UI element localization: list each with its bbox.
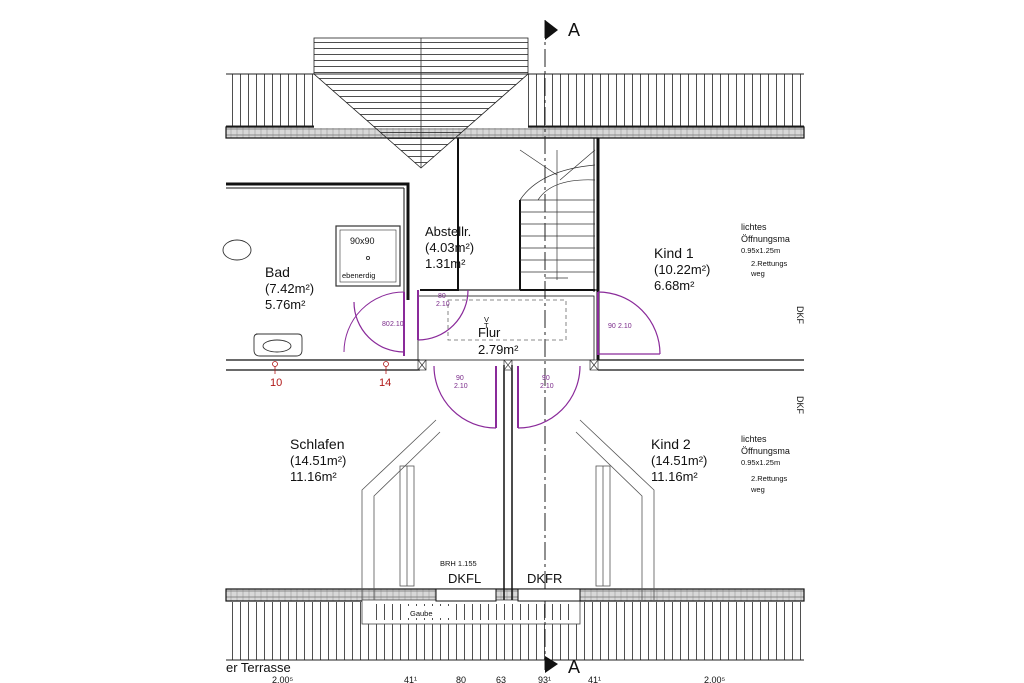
- svg-text:lichtes: lichtes: [741, 222, 767, 232]
- kind2-area-gross: (14.51m²): [651, 453, 707, 468]
- abstell-name: Abstellr.: [425, 224, 471, 239]
- abstell-area-net: 1.31m²: [425, 256, 466, 271]
- bath-fixtures: [222, 225, 401, 357]
- svg-text:93¹: 93¹: [538, 675, 551, 683]
- svg-text:2.00⁵: 2.00⁵: [704, 675, 726, 683]
- door-schlafen-width: 90: [456, 375, 464, 382]
- door-kind2-width: 90: [542, 375, 550, 382]
- svg-text:Öffnungsma: Öffnungsma: [741, 234, 790, 244]
- bad-name: Bad: [265, 264, 290, 280]
- door-abstell-height: 2.10: [436, 301, 450, 308]
- terrace-label: er Terrasse: [226, 660, 291, 675]
- side-label-lower: DKF: [795, 396, 805, 415]
- schlafen-name: Schlafen: [290, 436, 344, 452]
- flur-name: Flur: [478, 325, 501, 340]
- kind1-name: Kind 1: [654, 245, 694, 261]
- door-schlafen-height: 2.10: [454, 383, 468, 390]
- svg-text:weg: weg: [750, 485, 765, 494]
- svg-text:41¹: 41¹: [588, 675, 601, 683]
- section-line: [544, 20, 558, 673]
- svg-text:63: 63: [496, 675, 506, 683]
- kind2-area-net: 11.16m²: [651, 469, 698, 484]
- schlafen-area-gross: (14.51m²): [290, 453, 346, 468]
- section-label-top: A: [568, 20, 580, 40]
- svg-text:41¹: 41¹: [404, 675, 417, 683]
- door-kind2-height: 2.10: [540, 383, 554, 390]
- svg-text:80: 80: [456, 675, 466, 683]
- svg-text:2.Rettungs: 2.Rettungs: [751, 259, 788, 268]
- roof-bottom: [225, 588, 805, 661]
- kind1-area-gross: (10.22m²): [654, 262, 710, 277]
- kind1-area-net: 6.68m²: [654, 278, 695, 293]
- doors: [343, 289, 661, 429]
- escape-note-kind2: lichtes Öffnungsma 0.95x1.25m 2.Rettungs…: [741, 434, 790, 494]
- door-kind1-width: 90: [608, 323, 616, 330]
- dormer-label-bg: [404, 606, 450, 618]
- svg-text:2.Rettungs: 2.Rettungs: [751, 474, 788, 483]
- shower-type: ebenerdig: [342, 271, 375, 280]
- axis-markers: [272, 361, 389, 374]
- schlafen-area-net: 11.16m²: [290, 469, 337, 484]
- svg-text:2.00⁵: 2.00⁵: [272, 675, 294, 683]
- roof-windows: [435, 588, 581, 602]
- abstell-area-gross: (4.03m²): [425, 240, 474, 255]
- escape-note-kind1: lichtes Öffnungsma 0.95x1.25m 2.Rettungs…: [741, 222, 790, 278]
- dormer-outlines: [361, 419, 655, 600]
- axis-number-14: 14: [379, 377, 391, 389]
- door-bad-height: 2.10: [390, 321, 404, 328]
- svg-text:lichtes: lichtes: [741, 434, 767, 444]
- svg-text:0.95x1.25m: 0.95x1.25m: [741, 458, 780, 467]
- walls: [226, 137, 804, 600]
- svg-text:Öffnungsma: Öffnungsma: [741, 446, 790, 456]
- kind2-name: Kind 2: [651, 436, 691, 452]
- brh-label: BRH 1.155: [440, 559, 477, 568]
- shower-size: 90x90: [350, 236, 375, 246]
- window-right-label: DKFR: [527, 571, 562, 586]
- door-bad-width: 80: [382, 321, 390, 328]
- staircase: [519, 149, 596, 280]
- room-labels: Bad (7.42m²) 5.76m² Abstellr. (4.03m²) 1…: [265, 224, 710, 484]
- stair-mark-up: V: [484, 315, 489, 324]
- svg-text:weg: weg: [750, 269, 765, 278]
- svg-text:0.95x1.25m: 0.95x1.25m: [741, 246, 780, 255]
- axis-number-10: 10: [270, 377, 282, 389]
- window-left-label: DKFL: [448, 571, 481, 586]
- bottom-dimensions: 2.00⁵ 41¹ 80 63 93¹ 41¹ 2.00⁵: [272, 675, 726, 683]
- door-abstell-width: 80: [438, 293, 446, 300]
- bad-area-net: 5.76m²: [265, 297, 306, 312]
- side-label-upper: DKF: [795, 306, 805, 325]
- flur-area-net: 2.79m²: [478, 342, 519, 357]
- dormer-top: [312, 37, 530, 169]
- section-label-bottom: A: [568, 657, 580, 677]
- wall-junctions: [417, 359, 599, 371]
- stair-mark-down: T: [484, 321, 489, 330]
- door-kind1-height: 2.10: [618, 323, 632, 330]
- dormer-label: Gaube: [410, 609, 433, 618]
- bad-area-gross: (7.42m²): [265, 281, 314, 296]
